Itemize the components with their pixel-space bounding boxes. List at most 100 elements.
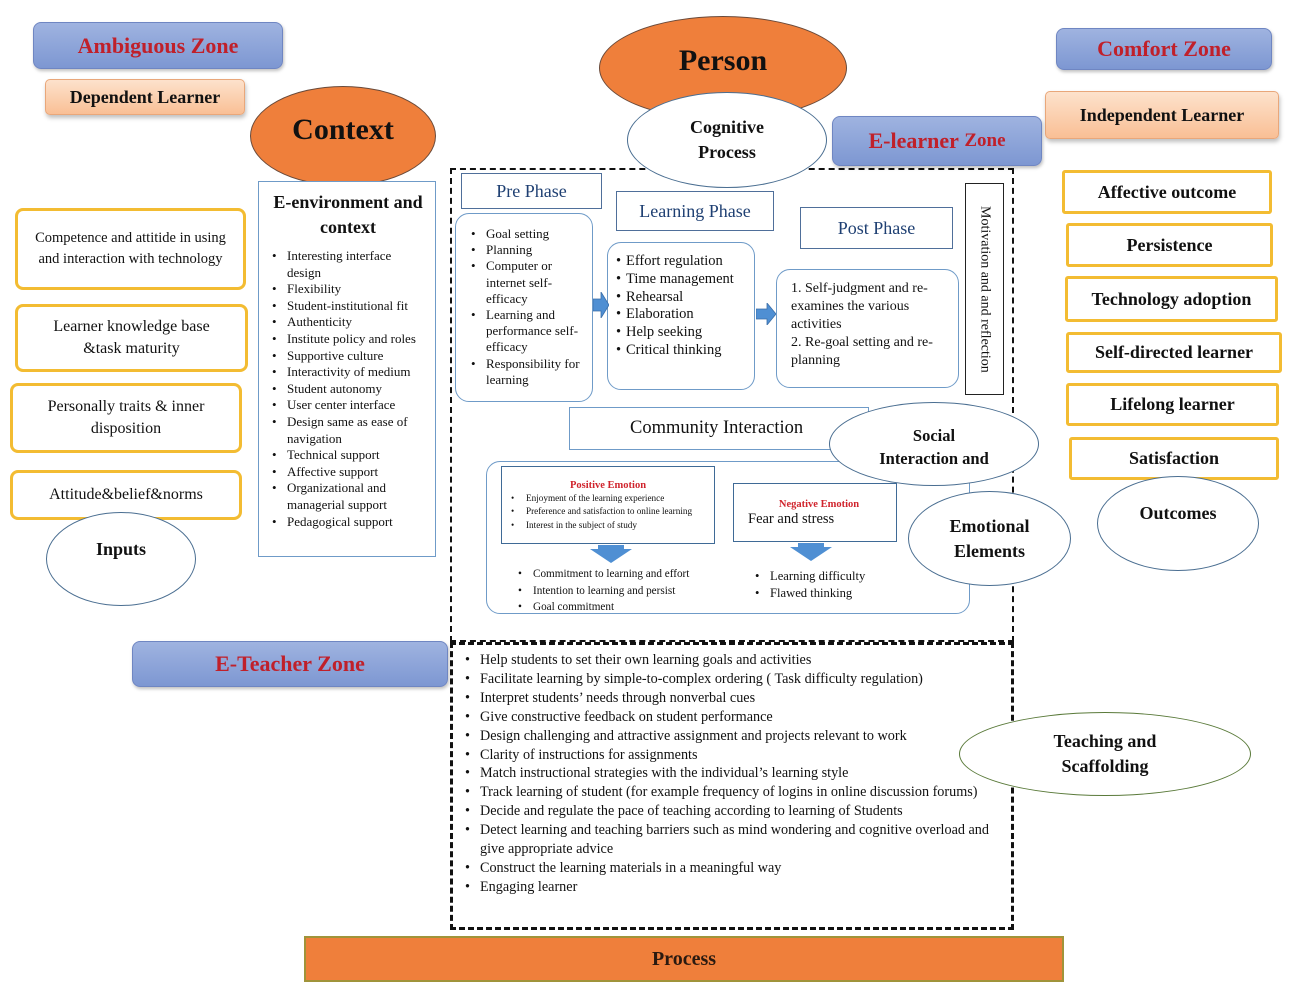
community-title-box: Community Interaction	[569, 407, 869, 450]
learning-phase-item: Critical thinking	[616, 342, 750, 360]
post-phase-item: 1. Self-judgment and re-examines the var…	[791, 281, 928, 332]
emotional-text-2: Elements	[954, 540, 1025, 561]
environment-box: E-environment and context Interesting in…	[258, 181, 436, 557]
motivation-text: Motivation and and reflection	[977, 205, 993, 373]
positive-result-item: Intention to learning and persist	[515, 583, 745, 600]
post-phase-text: Post Phase	[837, 217, 916, 238]
emotional-elements-ellipse: Emotional Elements	[908, 491, 1071, 586]
teacher-strategy-item: Facilitate learning by simple-to-complex…	[462, 670, 1007, 689]
arrow-right-icon	[756, 303, 776, 325]
environment-item: Student-institutional fit	[269, 298, 427, 315]
cognitive-process-ellipse: Cognitive Process	[627, 92, 827, 188]
arrow-down-icon	[590, 545, 632, 563]
environment-item: Affective support	[269, 464, 427, 481]
positive-emotion-item: Enjoyment of the learning experience	[508, 492, 708, 506]
environment-item: Design same as ease of navigation	[269, 414, 427, 447]
environment-item: Institute policy and roles	[269, 331, 427, 348]
positive-emotion-box: Positive Emotion Enjoyment of the learni…	[501, 466, 715, 544]
environment-list: Interesting interface designFlexibilityS…	[269, 248, 427, 530]
input-box-knowledge: Learner knowledge base &task maturity	[15, 304, 248, 372]
teacher-strategy-item: Help students to set their own learning …	[462, 651, 1007, 670]
arrow-down-negative	[790, 543, 832, 561]
context-ellipse: Context	[250, 86, 436, 186]
outcome-lifelong: Lifelong learner	[1066, 383, 1279, 426]
environment-item: Supportive culture	[269, 348, 427, 365]
negative-results-list: Learning difficultyFlawed thinking	[752, 568, 902, 602]
ambiguous-zone-text: Ambiguous Zone	[77, 32, 239, 58]
post-phase-item: 2. Re-goal setting and re-planning	[791, 335, 933, 368]
learning-phase-text: Learning Phase	[639, 200, 751, 221]
person-text: Person	[678, 44, 768, 77]
pre-phase-item: Computer or internet self-efficacy	[468, 258, 588, 307]
independent-learner-label: Independent Learner	[1045, 91, 1279, 139]
environment-item: User center interface	[269, 397, 427, 414]
pre-phase-item: Goal setting	[468, 226, 588, 242]
arrow-right-icon	[593, 292, 609, 318]
learning-phase-item: Time management	[616, 271, 750, 289]
outcome-text: Lifelong learner	[1110, 394, 1235, 414]
teacher-strategy-item: Engaging learner	[462, 878, 1007, 897]
dependent-learner-label: Dependent Learner	[45, 79, 245, 115]
teaching-text-1: Teaching and	[1053, 731, 1157, 751]
input-box-technology: Competence and attitide in using and int…	[15, 208, 246, 290]
outcome-technology: Technology adoption	[1065, 276, 1278, 322]
input-text: Attitude&belief&norms	[49, 486, 203, 503]
teacher-strategy-item: Clarity of instructions for assignments	[462, 746, 1007, 765]
teacher-strategy-item: Decide and regulate the pace of teaching…	[462, 802, 1007, 821]
positive-emotion-title: Positive Emotion	[569, 480, 647, 491]
negative-result-item: Learning difficulty	[752, 568, 902, 585]
outcomes-text: Outcomes	[1139, 503, 1217, 523]
post-phase-title: Post Phase	[800, 207, 953, 249]
post-phase-box: 1. Self-judgment and re-examines the var…	[776, 269, 959, 388]
eteacher-zone-text: E-Teacher Zone	[215, 651, 365, 676]
outcomes-ellipse: Outcomes	[1097, 476, 1259, 571]
positive-emotion-item: Preference and satisfaction to online le…	[508, 505, 708, 519]
inputs-text: Inputs	[95, 538, 147, 559]
input-text: Personally traits & inner disposition	[47, 398, 205, 437]
independent-learner-text: Independent Learner	[1079, 104, 1245, 125]
eteacher-zone-label: E-Teacher Zone	[132, 641, 448, 687]
outcome-text: Self-directed learner	[1094, 342, 1254, 362]
process-bar: Process	[304, 936, 1064, 982]
learning-phase-item: Help seeking	[616, 324, 750, 342]
comfort-zone-text: Comfort Zone	[1097, 36, 1231, 61]
negative-emotion-box: Negative Emotion Fear and stress	[733, 483, 897, 542]
environment-item: Technical support	[269, 447, 427, 464]
post-phase-list: 1. Self-judgment and re-examines the var…	[791, 280, 950, 370]
pre-phase-item: Planning	[468, 242, 588, 258]
positive-emotion-item: Interest in the subject of study	[508, 519, 708, 533]
teaching-scaffolding-ellipse: Teaching and Scaffolding	[959, 712, 1251, 796]
pre-phase-item: Responsibility for learning	[468, 356, 588, 388]
input-text: Competence and attitide in using and int…	[35, 230, 226, 267]
outcome-text: Affective outcome	[1097, 181, 1237, 202]
process-text: Process	[651, 947, 717, 970]
teacher-strategy-item: Detect learning and teaching barriers su…	[462, 821, 1007, 859]
cognitive-text-1: Cognitive	[690, 117, 764, 137]
teacher-strategy-item: Track learning of student (for example f…	[462, 783, 1007, 802]
environment-title: E-environment and context	[273, 192, 423, 237]
arrow-learning-to-post	[756, 303, 776, 325]
learning-phase-item: Effort regulation	[616, 253, 750, 271]
outcome-text: Technology adoption	[1091, 288, 1252, 309]
positive-results-list: Commitment to learning and effortIntenti…	[515, 566, 745, 616]
environment-item: Student autonomy	[269, 381, 427, 398]
environment-item: Organizational and managerial support	[269, 480, 427, 513]
elearner-zone-label: E-learner Zone	[832, 116, 1042, 166]
teacher-strategy-item: Construct the learning materials in a me…	[462, 859, 1007, 878]
teaching-text-2: Scaffolding	[1061, 756, 1149, 776]
comfort-zone-label: Comfort Zone	[1056, 28, 1272, 70]
environment-item: Authenticity	[269, 314, 427, 331]
community-title: Community Interaction	[630, 418, 804, 438]
teacher-strategy-item: Design challenging and attractive assign…	[462, 727, 1007, 746]
teacher-strategy-item: Interpret students’ needs through nonver…	[462, 689, 1007, 708]
outcome-self-directed: Self-directed learner	[1066, 332, 1282, 373]
learning-phase-list: Effort regulationTime managementRehearsa…	[616, 253, 750, 360]
social-text-1: Social	[912, 426, 956, 445]
teacher-strategy-item: Give constructive feedback on student pe…	[462, 708, 1007, 727]
arrow-down-icon	[790, 543, 832, 561]
outcome-text: Persistence	[1126, 234, 1213, 255]
pre-phase-list: Goal settingPlanningComputer or internet…	[468, 226, 588, 388]
outcome-text: Satisfaction	[1129, 448, 1219, 468]
ambiguous-zone-label: Ambiguous Zone	[33, 22, 283, 69]
pre-phase-text: Pre Phase	[496, 180, 567, 201]
